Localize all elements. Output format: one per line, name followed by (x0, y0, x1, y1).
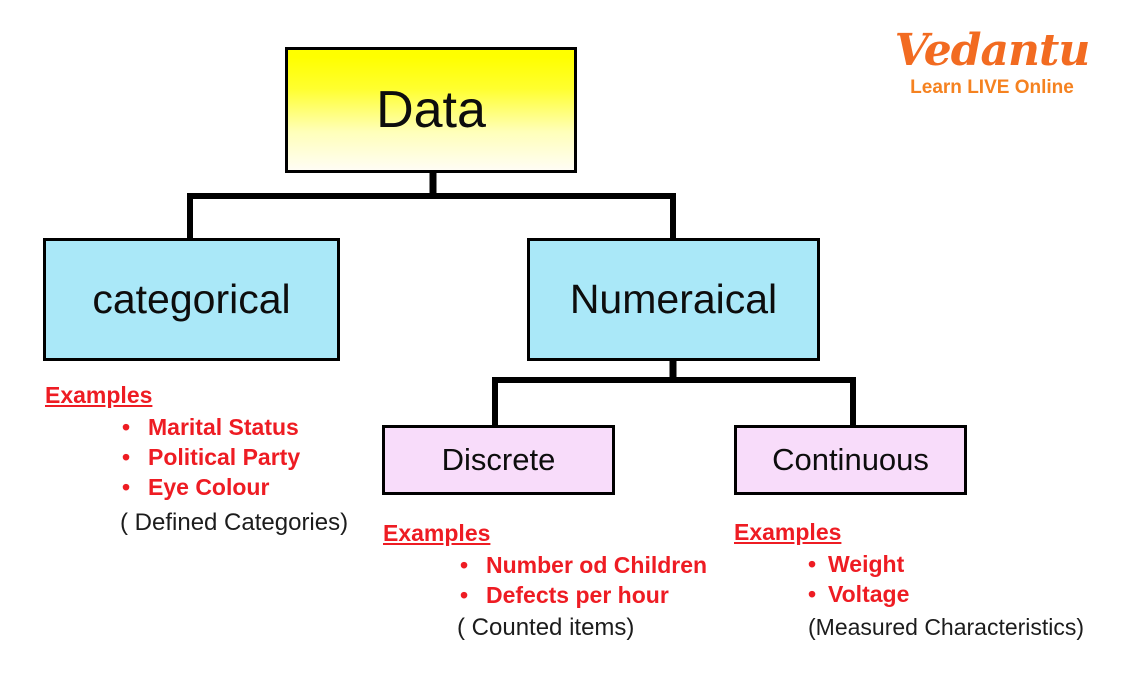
examples-continuous: Examples Weight Voltage (Measured Charac… (734, 518, 1084, 641)
node-discrete-label: Discrete (441, 442, 556, 477)
node-data: Data (285, 47, 577, 173)
list-item: Eye Colour (122, 472, 348, 502)
list-item: Defects per hour (460, 580, 707, 610)
list-item: Number od Children (460, 550, 707, 580)
examples-discrete-list: Number od Children Defects per hour (460, 550, 707, 610)
examples-categorical-list: Marital Status Political Party Eye Colou… (122, 412, 348, 502)
node-continuous-label: Continuous (772, 442, 929, 477)
list-item: Weight (808, 549, 1084, 579)
vedantu-logo-tagline: Learn LIVE Online (910, 77, 1074, 98)
examples-continuous-list: Weight Voltage (808, 549, 1084, 609)
list-item: Political Party (122, 442, 348, 472)
examples-discrete-heading: Examples (383, 520, 491, 546)
node-numerical: Numeraical (527, 238, 820, 361)
examples-continuous-heading: Examples (734, 519, 842, 545)
examples-discrete-note: ( Counted items) (457, 614, 635, 641)
node-continuous: Continuous (734, 425, 967, 495)
node-numerical-label: Numeraical (569, 276, 778, 322)
examples-categorical-heading: Examples (45, 382, 153, 408)
list-item: Marital Status (122, 412, 348, 442)
node-discrete: Discrete (382, 425, 615, 495)
examples-categorical-note: ( Defined Categories) (120, 509, 349, 536)
examples-categorical: Examples Marital Status Political Party … (45, 381, 348, 537)
node-categorical-label: categorical (92, 276, 291, 322)
node-categorical: categorical (43, 238, 340, 361)
vedantu-logo: Vedantu Learn LIVE Online (878, 26, 1106, 99)
examples-continuous-note: (Measured Characteristics) (808, 614, 1085, 640)
examples-discrete: Examples Number od Children Defects per … (383, 519, 707, 642)
vedantu-logo-wordmark: Vedantu (894, 25, 1091, 76)
list-item: Voltage (808, 579, 1084, 609)
node-data-label: Data (376, 81, 486, 139)
